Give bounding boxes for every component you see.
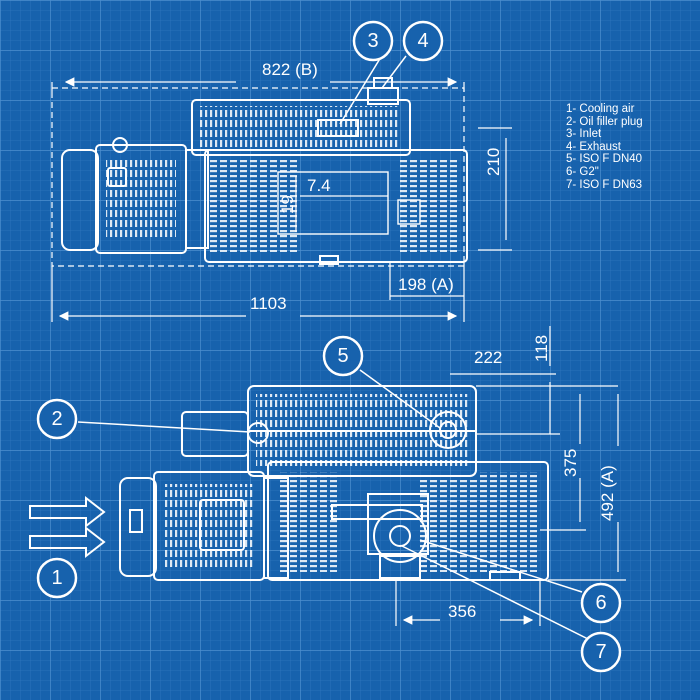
legend: 1- Cooling air 2- Oil filler plug 3- Inl… [566,103,643,191]
callout-1-label: 1 [51,567,62,589]
legend-item-iso-f-dn40: 5- ISO F DN40 [566,153,643,166]
dim-356: 356 [448,602,476,621]
callout-4-label: 4 [417,30,428,52]
legend-item-g2: 6- G2" [566,165,599,178]
cooling-air-arrows [29,495,106,559]
top-view [51,77,468,267]
callout-7-label: 7 [595,641,606,663]
side-view [119,385,549,581]
callout-5: 5 [322,335,364,377]
dim-375: 375 [561,449,580,477]
dim-210: 210 [484,148,503,176]
side-view-dimensions [395,326,626,626]
callout-1: 1 [36,557,78,599]
dim-7-4: 7.4 [307,176,331,195]
dim-118: 118 [532,335,551,362]
legend-item-inlet: 3- Inlet [566,128,602,141]
callout-2-label: 2 [51,408,62,430]
legend-item-oil-filler-plug: 2- Oil filler plug [566,115,643,128]
dim-492-a: 492 (A) [598,465,617,521]
callout-3-label: 3 [367,30,378,52]
side-view-dimension-labels: 118 222 375 492 (A) 356 [448,335,617,621]
dim-198-a: 198 (A) [398,275,454,294]
legend-item-exhaust: 4- Exhaust [566,140,621,153]
top-view-dimensions [51,77,512,322]
dim-222: 222 [474,348,502,367]
callout-4: 4 [402,20,444,62]
callout-7: 7 [580,631,622,673]
legend-item-cooling-air: 1- Cooling air [566,103,635,115]
callout-2: 2 [36,398,78,440]
dim-822-b: 822 (B) [262,60,318,79]
callout-6: 6 [580,582,622,624]
dim-1103: 1103 [250,294,287,313]
dim-19: 19 [278,195,297,214]
callout-5-label: 5 [337,345,348,367]
legend-item-iso-f-dn63: 7- ISO F DN63 [566,178,643,191]
callout-leaders [77,51,591,641]
callout-3: 3 [352,20,394,62]
callouts: 1 2 3 4 5 6 7 [36,20,622,673]
callout-6-label: 6 [595,592,606,614]
top-view-dimension-labels: 822 (B) 210 7.4 19 198 (A) 1103 [250,60,503,313]
